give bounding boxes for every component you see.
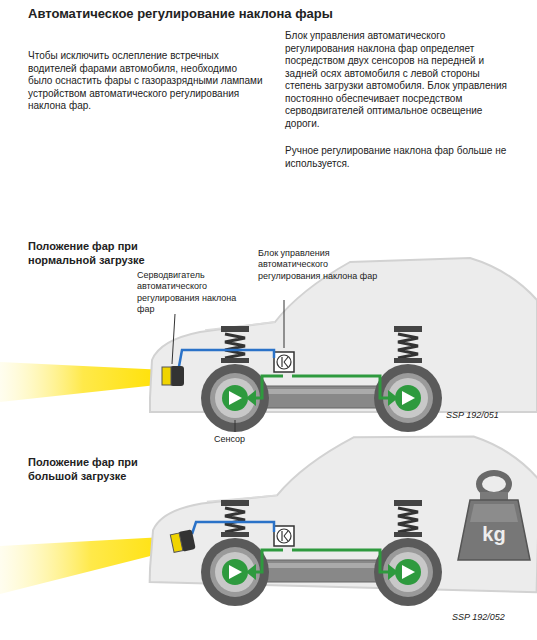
description-paragraph: Блок управления автоматического регулиро… bbox=[285, 30, 507, 130]
weight-label: kg bbox=[456, 524, 532, 544]
figure-code: SSP 192/052 bbox=[452, 612, 505, 623]
title: Автоматическое регулирование наклона фар… bbox=[28, 6, 333, 22]
note-paragraph: Ручное регулирование наклона фар больше … bbox=[285, 145, 507, 170]
figure-code: SSP 192/051 bbox=[446, 410, 499, 421]
section-heading: Положение фар при нормальной загрузке bbox=[28, 240, 168, 268]
weight-shape bbox=[456, 470, 532, 562]
intro-paragraph: Чтобы исключить ослепление встречных вод… bbox=[28, 50, 263, 113]
part-label: Сенсор bbox=[214, 434, 245, 445]
part-label: Блок управления автоматического регулиро… bbox=[258, 248, 378, 282]
part-label: Серводвигатель автоматического регулиров… bbox=[137, 270, 255, 315]
weight-block: kg bbox=[456, 470, 532, 562]
section-heading: Положение фар при большой загрузке bbox=[28, 456, 168, 484]
